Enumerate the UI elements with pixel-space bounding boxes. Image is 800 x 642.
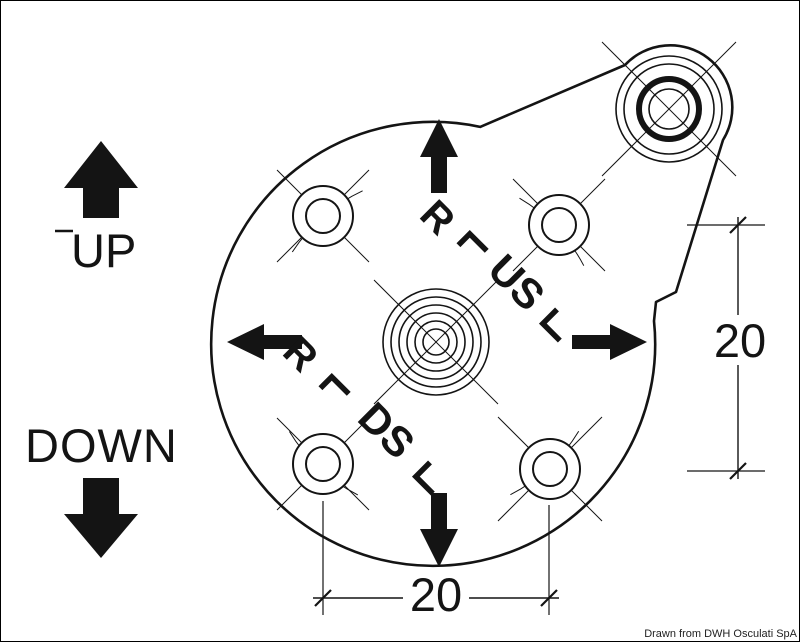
bolt-hole-bottom-left [276, 417, 370, 511]
dimension-right-value: 20 [714, 314, 766, 367]
boss-hub [601, 41, 737, 177]
center-ring [422, 328, 450, 356]
bolt-hole-outer [292, 433, 354, 495]
part-right-arrow-icon [572, 324, 647, 360]
bolt-hole-inner [305, 446, 341, 482]
bolt-hole-outer [528, 194, 590, 256]
dimension-bottom-value: 20 [410, 568, 462, 621]
dimension-bottom: 20 [313, 501, 559, 621]
center-shaft [373, 279, 499, 405]
down-label: DOWN [25, 419, 178, 472]
boss-ring-thick [636, 76, 702, 142]
boss-ring-mid [623, 63, 715, 155]
up-arrow-icon [64, 141, 138, 218]
part-left-arrow-icon [227, 324, 302, 360]
bolt-hole-outer [519, 438, 581, 500]
center-ring [406, 312, 466, 372]
bolt-hole-top-left [276, 169, 370, 263]
center-crosshair-line-2 [373, 279, 499, 405]
center-ring [382, 288, 490, 396]
bolt-hole-outer [292, 185, 354, 247]
dim-tick [314, 589, 332, 607]
dimension-right: 20 [687, 216, 773, 480]
dim-tick [540, 589, 558, 607]
cast-bracket-icon [411, 460, 435, 496]
dim-label-mask [403, 569, 469, 617]
bolt-hole-inner [305, 198, 341, 234]
dim-label-mask [707, 315, 773, 365]
boss-crosshair-line-2 [601, 41, 737, 177]
dim-tick [729, 216, 747, 234]
boss-ring-outer [615, 55, 723, 163]
bolt-hole-top-right [512, 178, 606, 272]
center-ring [414, 320, 458, 364]
up-legend: UP [55, 141, 138, 277]
up-label: UP [71, 224, 136, 277]
cast-bracket-icon [456, 229, 489, 253]
down-arrow-icon [64, 478, 138, 558]
bolt-hole-bottom-right [497, 416, 603, 522]
bolt-hole-inner [541, 207, 577, 243]
boss-ring-inner [648, 88, 690, 130]
credit-text: Drawn from DWH Osculati SpA [644, 628, 797, 640]
dim-tick [729, 462, 747, 480]
part-down-arrow-icon [420, 493, 458, 567]
center-ring [398, 304, 474, 380]
cast-bracket-icon [538, 307, 562, 343]
bolt-hole-inner [532, 451, 568, 487]
part-up-arrow-icon [420, 119, 458, 193]
center-ring [390, 296, 482, 388]
down-legend: DOWN [25, 419, 178, 558]
cast-bracket-icon [318, 372, 351, 396]
